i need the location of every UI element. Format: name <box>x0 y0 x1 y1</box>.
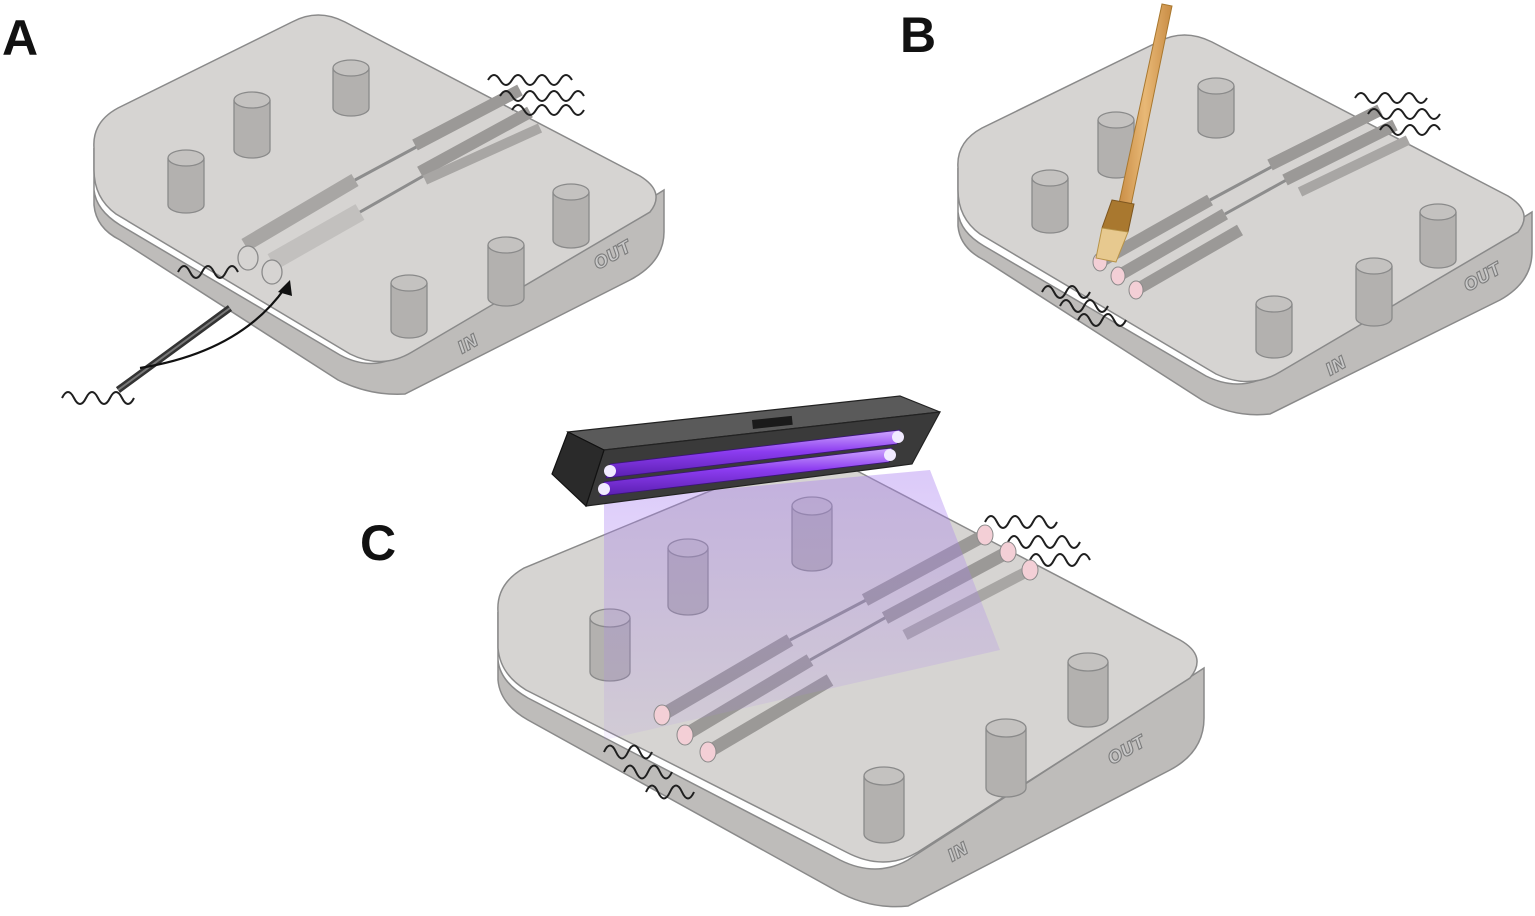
seal-plug <box>999 541 1017 563</box>
seal-plugs <box>653 524 1039 763</box>
brush-bristles <box>1095 227 1129 263</box>
wire-coil-outlet <box>1354 92 1441 136</box>
mold-side-face <box>93 148 665 395</box>
mold-side-face <box>497 612 1205 908</box>
well <box>1197 77 1235 139</box>
channel-network <box>1097 104 1411 296</box>
loose-coiled-tube <box>61 305 233 405</box>
panel-c: C <box>360 395 1205 908</box>
alignment-wells <box>167 59 590 339</box>
uv-lamp-switch <box>752 415 793 429</box>
panel-b: B <box>900 3 1533 416</box>
well <box>552 183 590 249</box>
seal-plug <box>699 741 717 763</box>
wire-coil-inlet <box>603 744 695 800</box>
uv-tube-end <box>604 465 616 477</box>
mold-side-face <box>957 168 1533 416</box>
wire-coil-inlet <box>177 245 283 285</box>
channel-network <box>241 84 543 270</box>
seal-plug <box>976 524 994 546</box>
well <box>167 149 205 214</box>
alignment-wells <box>1031 77 1457 359</box>
well <box>985 718 1027 798</box>
well <box>1255 295 1293 359</box>
paintbrush-icon <box>1095 3 1173 263</box>
seal-plug <box>1021 559 1039 581</box>
well <box>332 59 370 117</box>
panel-a-label: A <box>2 10 38 66</box>
seal-plug <box>653 704 671 726</box>
well <box>863 766 905 844</box>
panel-b-label: B <box>900 7 936 63</box>
wire-coil-outlet <box>487 74 585 116</box>
uv-tube-end <box>892 431 904 443</box>
seal-plug <box>676 724 694 746</box>
uv-lamp-endcap <box>551 431 605 508</box>
uv-tube-end <box>884 449 896 461</box>
uv-lamp-icon <box>551 395 942 508</box>
panel-a: A <box>2 10 665 405</box>
well <box>390 274 428 339</box>
well <box>1097 111 1135 179</box>
seal-plug <box>1128 280 1144 300</box>
seal-plug <box>1110 266 1126 286</box>
well <box>1067 652 1109 728</box>
well <box>1031 169 1069 234</box>
uv-tube-end <box>598 483 610 495</box>
well <box>233 91 271 159</box>
curved-insert-arrow-icon <box>139 280 292 370</box>
uv-light-beam <box>604 470 1000 740</box>
panel-c-label: C <box>360 515 396 571</box>
well <box>487 236 525 307</box>
wire-coil-outlet <box>984 515 1091 567</box>
well <box>1355 257 1393 327</box>
well <box>1419 203 1457 269</box>
wire-coil-inlet <box>1041 285 1127 327</box>
